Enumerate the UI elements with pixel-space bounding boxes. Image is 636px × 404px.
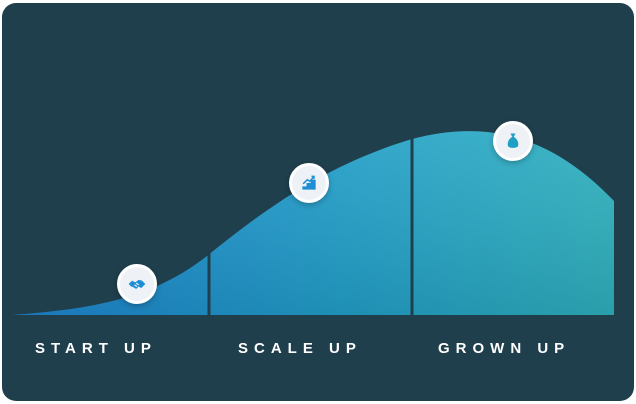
stage-label-scale-up: SCALE UP [238, 340, 362, 357]
growth-stages-card: START UP SCALE UP GROWN UP [2, 3, 634, 401]
growth-curve-area [12, 131, 614, 315]
stage-label-start-up: START UP [35, 340, 157, 357]
stage-label-grown-up: GROWN UP [438, 340, 571, 357]
money-bag-icon [507, 133, 519, 148]
money-bag-icon-marker [493, 121, 533, 161]
handshake-icon-marker [117, 264, 157, 304]
growth-stairs-icon-marker [289, 163, 329, 203]
handshake-icon [128, 279, 146, 289]
growth-stairs-icon [302, 175, 316, 190]
